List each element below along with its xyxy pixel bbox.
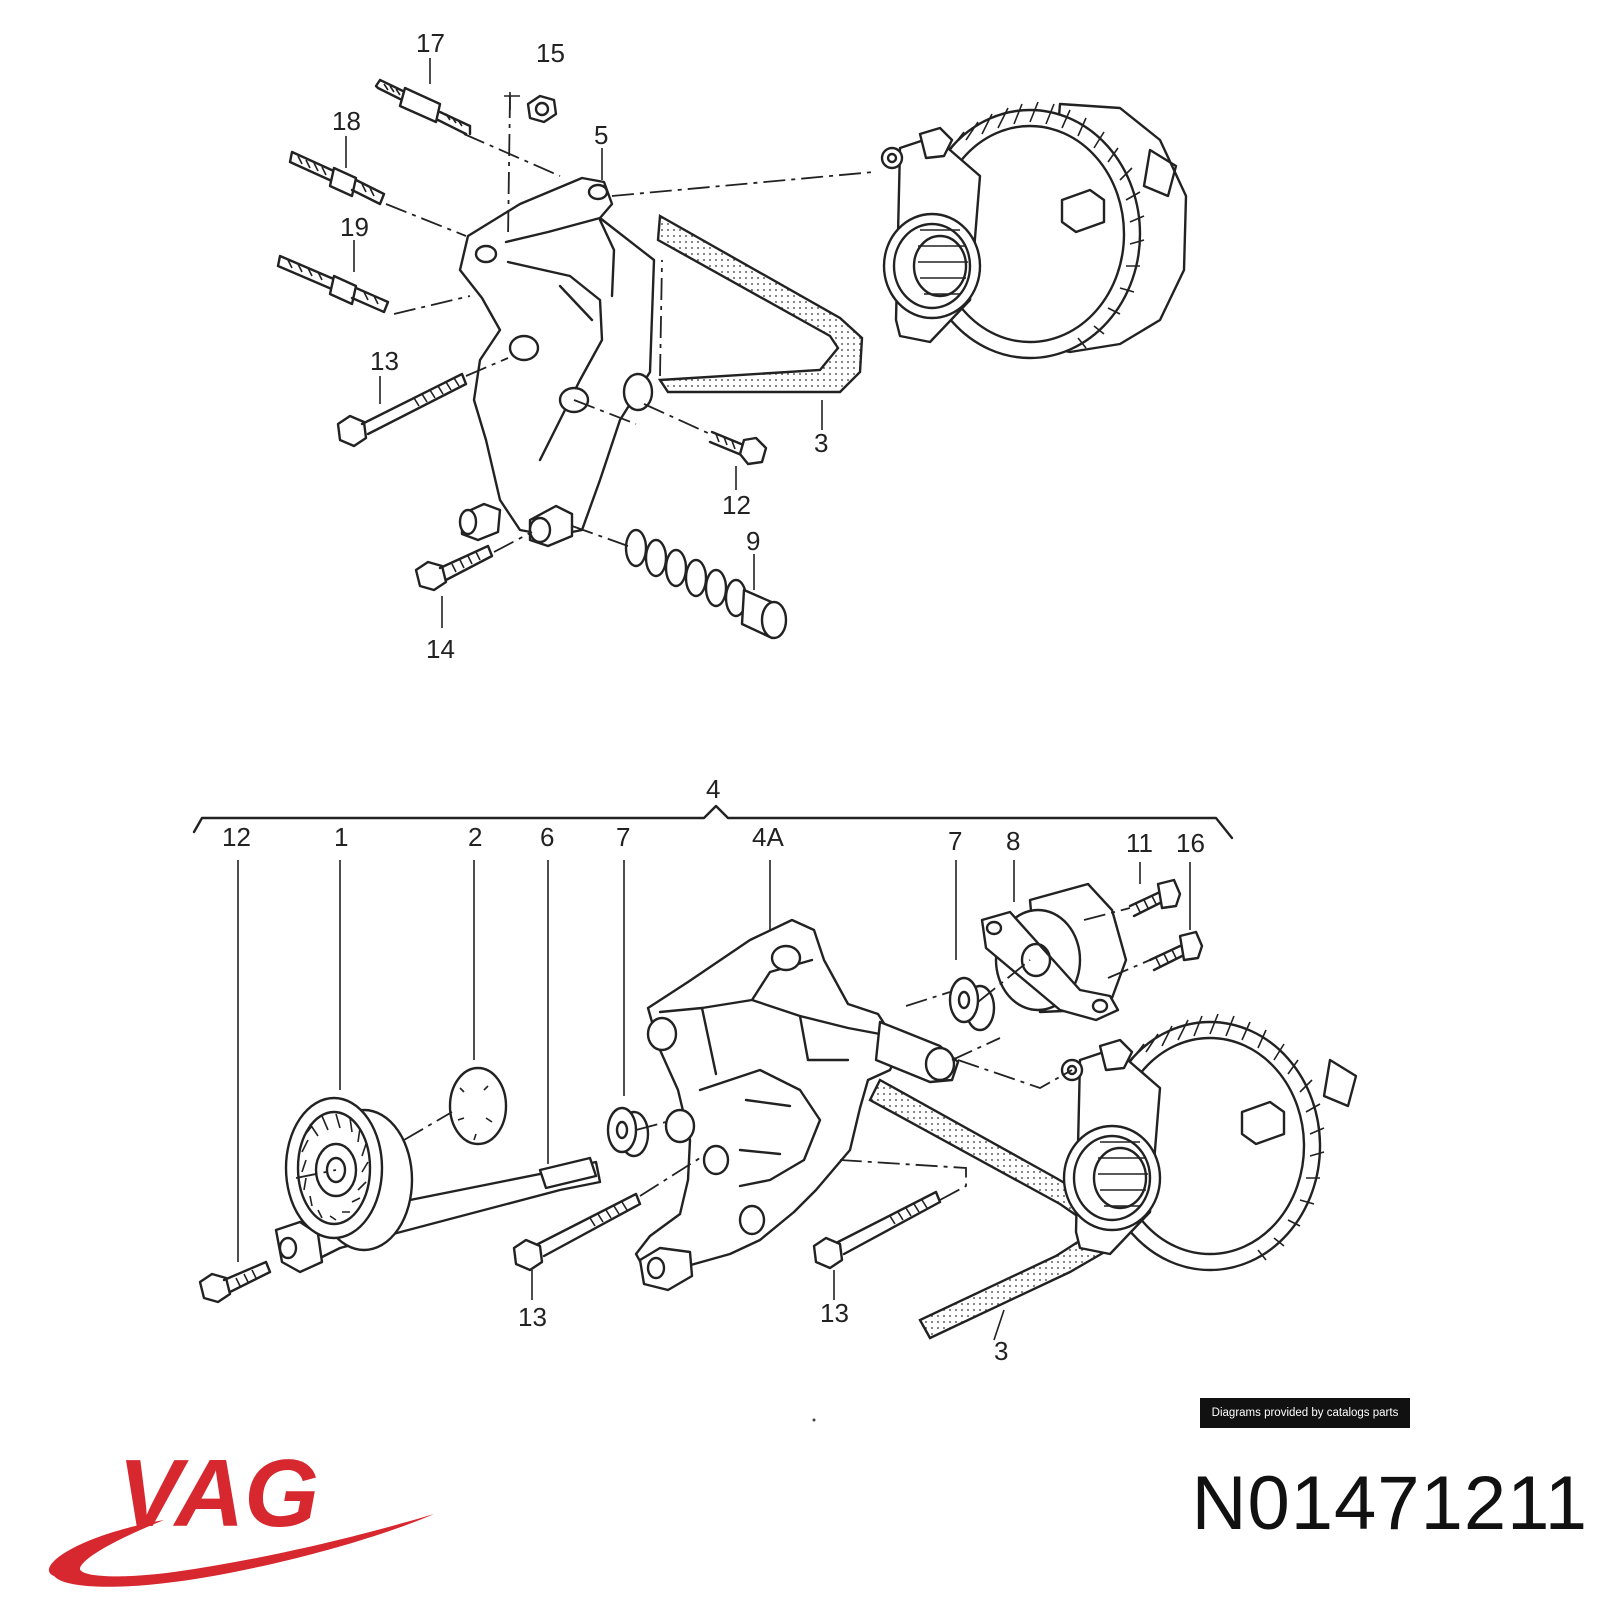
upper-assembly: 17 15 5 18 19 13 3 12 9 14 (276, 28, 1188, 664)
bushing-7-left (606, 1106, 650, 1158)
vag-logo: VAG (48, 1440, 435, 1587)
bolt-12-lower (198, 1260, 272, 1304)
callout-18: 18 (332, 106, 361, 136)
alternator-lower (1062, 1014, 1358, 1272)
callout-7-right: 7 (948, 826, 962, 856)
callout-19: 19 (340, 212, 369, 242)
callout-9: 9 (746, 526, 760, 556)
alternator-upper (880, 101, 1188, 360)
tensioner-bracket-4A (634, 918, 960, 1292)
callout-6: 6 (540, 822, 554, 852)
tension-pulley-1 (284, 1096, 414, 1252)
stud-bolt-19 (276, 254, 390, 314)
callout-13-upper: 13 (370, 346, 399, 376)
upper-leader-lines (385, 95, 875, 553)
callout-11: 11 (1126, 828, 1153, 858)
bushing-7-right (948, 976, 996, 1032)
bolt-12-upper (708, 430, 768, 466)
upper-callout-ticks (345, 58, 823, 628)
callout-8: 8 (1006, 826, 1020, 856)
group-brace-4 (192, 804, 1234, 840)
callout-12-lower: 12 (222, 822, 251, 852)
belt-3-upper (656, 214, 864, 394)
bolt-14 (414, 544, 494, 592)
callout-3-lower: 3 (994, 1336, 1008, 1366)
pulley-cover-2 (448, 1066, 508, 1146)
callout-17: 17 (416, 28, 445, 58)
callout-12-upper: 12 (722, 490, 751, 520)
nut-15 (504, 92, 558, 124)
lower-callout-ticks (237, 860, 1191, 1341)
bracket-5 (458, 176, 656, 548)
callout-16: 16 (1176, 828, 1205, 858)
callout-15: 15 (536, 38, 565, 68)
callout-13-lower-right: 13 (820, 1298, 849, 1328)
callout-5: 5 (594, 120, 608, 150)
callout-4: 4 (706, 774, 720, 804)
bolt-13-lower-left (512, 1192, 642, 1272)
stud-bolt-18 (288, 150, 386, 206)
damper-8 (980, 882, 1128, 1022)
spring-9 (624, 528, 788, 640)
callout-14: 14 (426, 634, 455, 664)
bolt-13-lower-right (812, 1190, 942, 1270)
callout-3-upper: 3 (814, 428, 828, 458)
screw-16 (1148, 930, 1204, 972)
stud-bolt-17 (374, 78, 472, 136)
lower-assembly: 4 12 1 2 6 7 4A 7 8 11 16 13 13 3 (192, 774, 1358, 1366)
callout-2: 2 (468, 822, 482, 852)
lower-leader-lines (295, 907, 1151, 1201)
bolt-13-upper (336, 372, 468, 448)
callout-4A: 4A (752, 822, 784, 852)
vag-logo-text: VAG (118, 1440, 319, 1547)
callout-1: 1 (334, 822, 348, 852)
diagram-source-banner: Diagrams provided by catalogs parts (1200, 1398, 1410, 1428)
part-number: N01471211 (1191, 1461, 1588, 1546)
callout-13-lower-left: 13 (518, 1302, 547, 1332)
callout-7-left: 7 (616, 822, 630, 852)
screw-11 (1128, 878, 1182, 918)
